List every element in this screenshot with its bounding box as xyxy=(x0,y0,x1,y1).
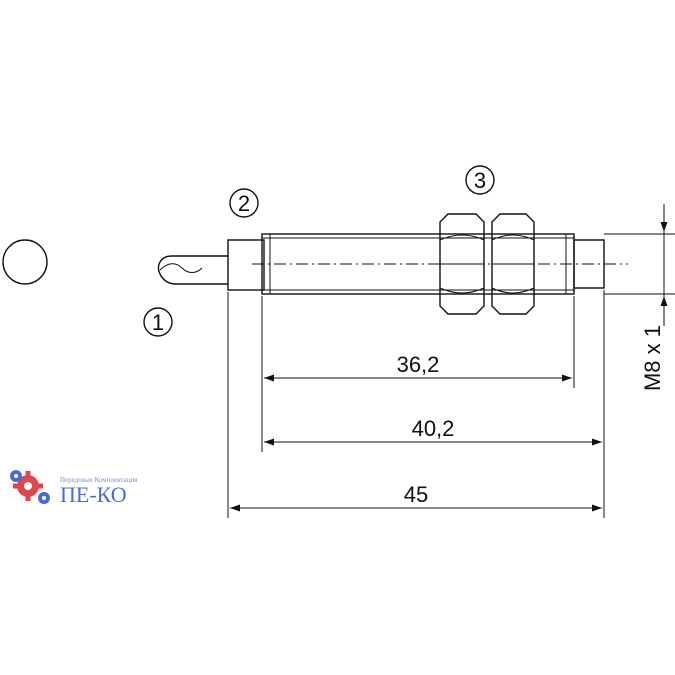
callout-1-label: 1 xyxy=(152,310,164,335)
callout-3-label: 3 xyxy=(474,168,486,193)
dimension-36-label: 36,2 xyxy=(397,352,440,377)
callout-2-label: 2 xyxy=(238,191,250,216)
cable xyxy=(157,255,228,285)
logo-name: ПЕ-КО xyxy=(60,482,127,507)
callout-1: 1 xyxy=(143,307,173,337)
extension-lines xyxy=(227,233,675,518)
end-view-circle xyxy=(2,239,48,285)
gear-small-icon-2 xyxy=(38,492,50,504)
callout-3: 3 xyxy=(465,165,495,195)
gear-icon xyxy=(13,471,43,501)
gear-small-icon xyxy=(10,470,22,482)
dimension-45-label: 45 xyxy=(404,482,428,507)
thread-label: M8 x 1 xyxy=(640,325,665,391)
sensor-housing xyxy=(227,233,605,295)
dimension-40-label: 40,2 xyxy=(412,416,455,441)
company-logo: Передовые Комплектация ПЕ-КО xyxy=(10,470,138,507)
logo-tagline: Передовые Комплектация xyxy=(60,476,138,484)
callout-2: 2 xyxy=(229,188,259,218)
